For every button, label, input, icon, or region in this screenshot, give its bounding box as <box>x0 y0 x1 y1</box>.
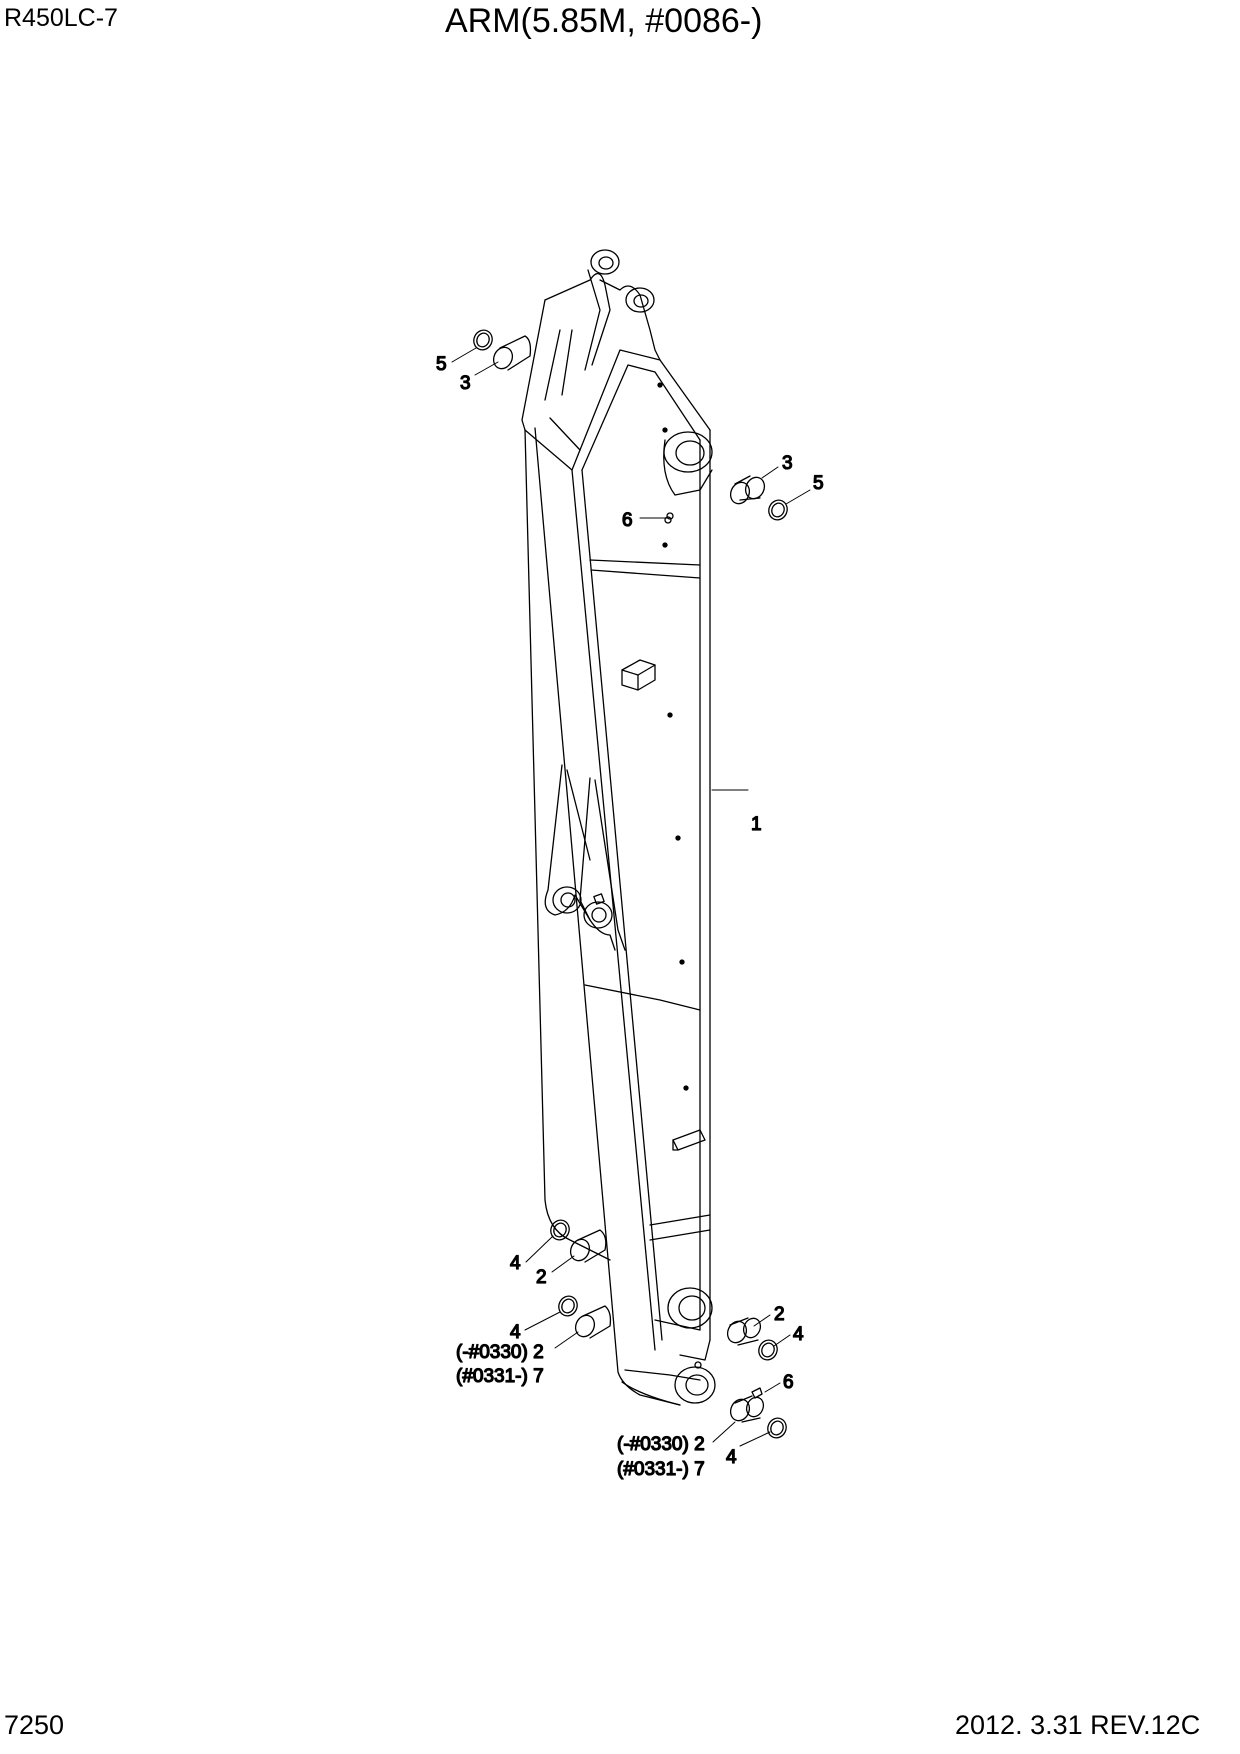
callout-4-lower-right-a: 4 <box>793 1324 804 1345</box>
callout-6-lower: 6 <box>783 1372 794 1393</box>
callout-2-lower-right-a: 2 <box>774 1304 785 1325</box>
grease-nipple-6-upper <box>666 512 674 520</box>
arm-details <box>621 382 706 1151</box>
page-title: ARM(5.85M, #0086-) <box>445 2 763 40</box>
callout-4-lower-left-a: 4 <box>510 1253 521 1274</box>
bushing-2-lower-left-a <box>569 1229 607 1263</box>
page-number: 7250 <box>4 1710 65 1740</box>
arm-body <box>521 269 711 1406</box>
bushing-3-top-right <box>729 475 766 505</box>
callout-6-upper: 6 <box>622 510 633 531</box>
bushing-2-lower-right-a <box>726 1317 762 1346</box>
shim-ring-4-lower-left-b <box>558 1295 578 1317</box>
middle-pin-bosses <box>552 886 613 929</box>
callout-2-lower-right-b: (-#0330) 2 <box>617 1434 705 1455</box>
bottom-pin-bosses <box>667 1287 716 1404</box>
callout-5-top-right: 5 <box>813 473 824 494</box>
grease-nipple-6-lower <box>751 1387 763 1399</box>
shim-ring-4-lower-right-b <box>767 1417 787 1439</box>
bushing-3-top-left <box>492 335 532 371</box>
revision-date: 2012. 3.31 REV.12C <box>955 1710 1201 1740</box>
callout-5-top-left: 5 <box>436 354 447 375</box>
shim-ring-5-top-right <box>768 499 788 521</box>
bushing-2-lower-right-b <box>729 1395 765 1423</box>
shim-ring-4-lower-right-a <box>758 1339 778 1361</box>
callout-4-lower-left-b: 4 <box>510 1322 521 1343</box>
callout-2-lower-left-b: (-#0330) 2 <box>456 1342 544 1363</box>
top-pin-bosses <box>590 249 713 496</box>
callout-1: 1 <box>751 814 762 835</box>
callout-2-lower-left-a: 2 <box>536 1267 547 1288</box>
model-code: R450LC-7 <box>4 4 118 32</box>
callout-7-lower-right-b: (#0331-) 7 <box>617 1459 705 1480</box>
callout-7-lower-left-b: (#0331-) 7 <box>456 1366 544 1387</box>
shim-ring-4-lower-left-a <box>550 1219 570 1241</box>
bushing-2-lower-left-b <box>574 1305 612 1339</box>
callout-3-top-right: 3 <box>782 453 793 474</box>
callout-4-lower-right-b: 4 <box>726 1447 737 1468</box>
shim-ring-5-top-left <box>473 329 493 351</box>
leader-lines <box>451 347 811 1447</box>
callout-3-top-left: 3 <box>460 373 471 394</box>
